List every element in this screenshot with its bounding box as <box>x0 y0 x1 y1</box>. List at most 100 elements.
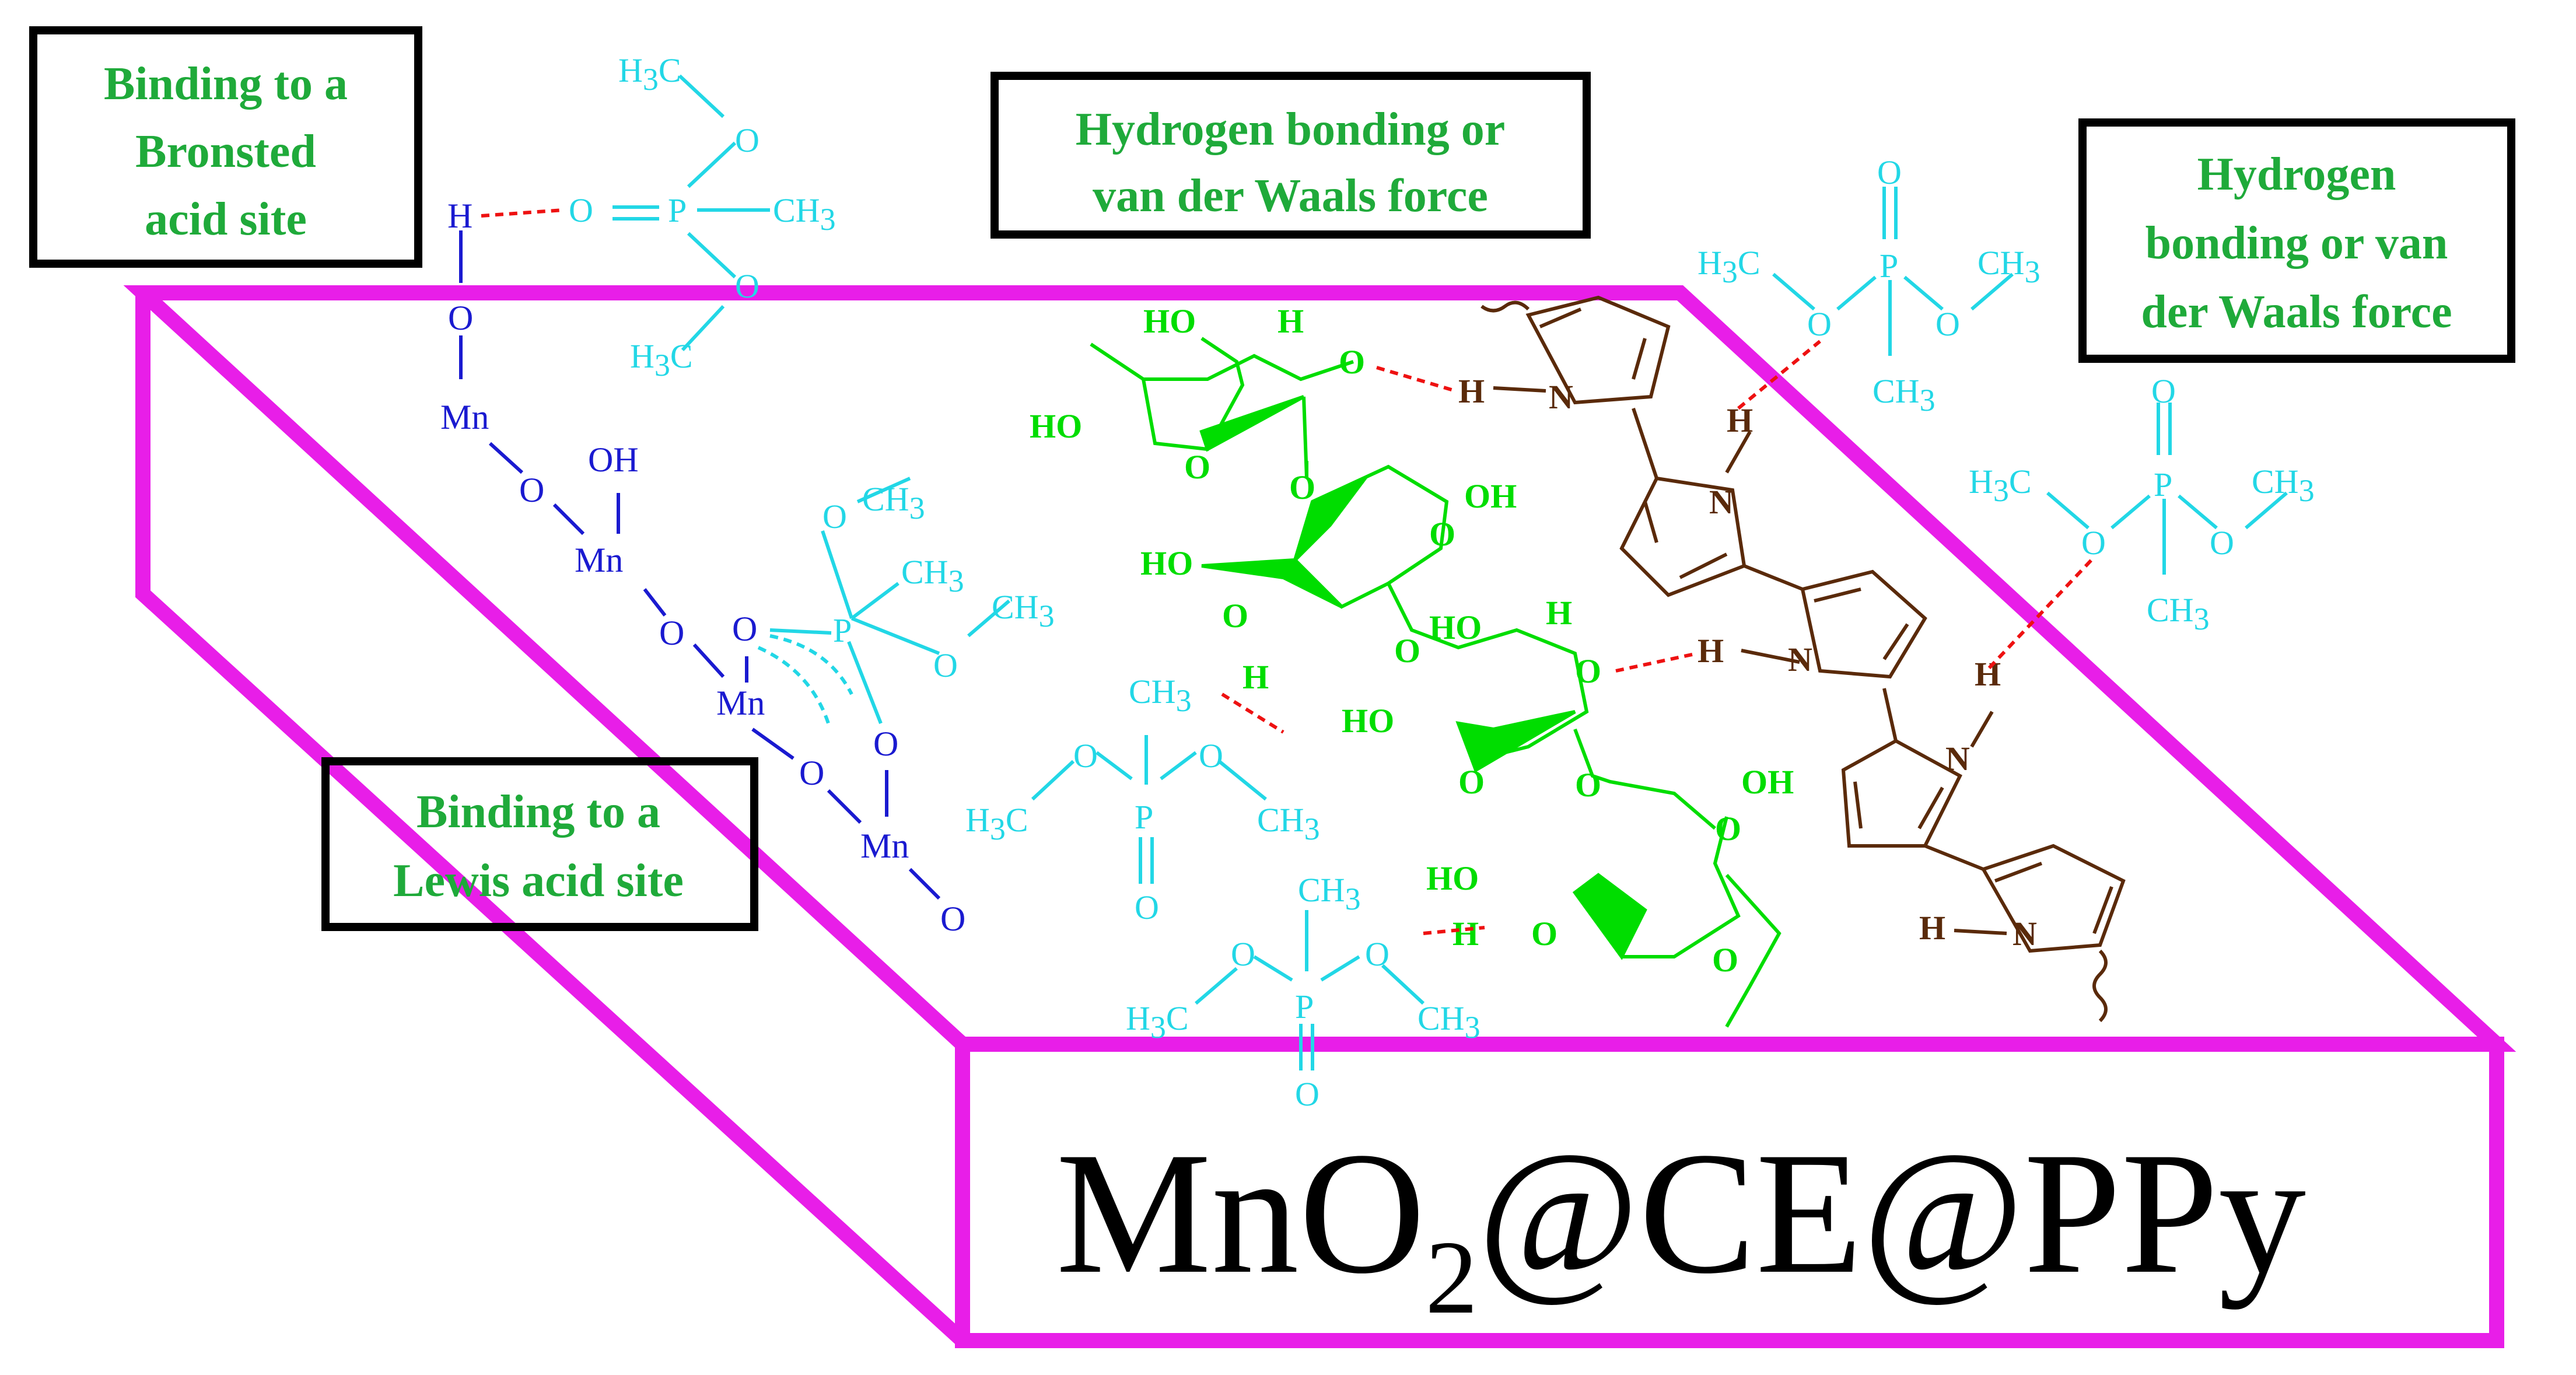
svg-text:OH: OH <box>1741 763 1794 801</box>
svg-text:O: O <box>1429 515 1455 553</box>
svg-text:O: O <box>1458 763 1485 801</box>
polypyrrole-chain <box>1480 295 2126 1023</box>
polypyrrole-atoms: H N H N H N H N H N <box>1458 372 2037 953</box>
svg-text:O: O <box>1231 935 1255 973</box>
svg-text:O: O <box>735 267 760 305</box>
svg-text:CH3: CH3 <box>1298 871 1361 916</box>
svg-text:O: O <box>1199 737 1223 775</box>
bronsted-line-2: Bronsted <box>135 126 316 177</box>
svg-text:CH3: CH3 <box>773 191 836 237</box>
svg-text:O: O <box>1184 448 1210 486</box>
svg-text:H: H <box>1242 658 1269 696</box>
svg-text:P: P <box>1135 798 1153 836</box>
svg-text:H3C: H3C <box>630 337 693 383</box>
mn-atom-3: Mn <box>716 684 765 722</box>
svg-text:HO: HO <box>1030 407 1082 445</box>
hbond-center-line-2: van der Waals force <box>1093 170 1488 222</box>
dmmp-p-atom: P <box>668 191 687 229</box>
substrate-slab <box>123 285 2516 1348</box>
svg-text:H: H <box>1452 915 1479 953</box>
svg-text:H: H <box>1698 632 1724 670</box>
svg-text:CH3: CH3 <box>1257 801 1320 846</box>
hbond-right-line-2: bonding or van <box>2146 218 2448 269</box>
svg-text:HO: HO <box>1140 544 1193 582</box>
svg-text:H: H <box>1919 909 1945 947</box>
svg-text:O: O <box>1877 153 1902 191</box>
svg-text:CH3: CH3 <box>1873 372 1936 418</box>
svg-text:H: H <box>1278 302 1304 340</box>
svg-text:O: O <box>933 646 958 684</box>
svg-text:P: P <box>2154 466 2172 503</box>
mno2-atoms: H O Mn O OH Mn O O Mn O O Mn O <box>440 197 965 938</box>
cellulose-chain <box>1090 337 1782 1028</box>
svg-text:O: O <box>448 299 473 337</box>
svg-text:HO: HO <box>1426 859 1479 897</box>
mn-hydroxyl: OH <box>588 440 639 479</box>
material-title: MnO2@CE@PPy <box>1056 1116 2306 1335</box>
svg-text:O: O <box>1365 935 1390 973</box>
lewis-coordination-arcs <box>757 634 853 724</box>
svg-text:O: O <box>1807 305 1832 343</box>
hbond-center-line-1: Hydrogen bonding or <box>1076 104 1505 155</box>
lewis-o-atom: O <box>732 610 757 648</box>
svg-text:H: H <box>1546 594 1572 632</box>
slab-top-face <box>123 285 2516 1052</box>
svg-text:CH3: CH3 <box>1978 244 2041 289</box>
svg-text:O: O <box>1222 597 1248 635</box>
mno2-chain <box>459 230 941 900</box>
label-box-hbond-right: Hydrogen bonding or van der Waals force <box>2078 118 2515 363</box>
svg-text:O: O <box>2210 524 2234 562</box>
svg-text:CH3: CH3 <box>1129 673 1192 718</box>
hbond-right-line-1: Hydrogen <box>2197 149 2396 200</box>
hbond-right-line-3: der Waals force <box>2141 286 2452 338</box>
svg-text:HO: HO <box>1143 302 1196 340</box>
svg-text:CH3: CH3 <box>2147 591 2210 636</box>
bronsted-line-1: Binding to a <box>104 58 348 110</box>
svg-text:O: O <box>1295 1075 1320 1113</box>
svg-text:CH3: CH3 <box>901 553 964 599</box>
svg-text:O: O <box>1712 941 1738 979</box>
slab-left-edge <box>135 293 968 1346</box>
bronsted-line-3: acid site <box>145 194 307 245</box>
label-box-lewis: Binding to a Lewis acid site <box>321 757 758 931</box>
svg-text:O: O <box>2151 372 2176 410</box>
hydrogen-bonds <box>481 208 2096 935</box>
svg-text:N: N <box>2013 915 2037 953</box>
svg-text:O: O <box>735 121 760 159</box>
svg-text:O: O <box>1073 737 1098 775</box>
svg-text:O: O <box>519 471 544 509</box>
svg-text:CH3: CH3 <box>1418 999 1480 1045</box>
svg-text:CH3: CH3 <box>992 588 1055 634</box>
svg-text:H3C: H3C <box>618 51 681 97</box>
label-box-hbond-center: Hydrogen bonding or van der Waals force <box>991 72 1591 239</box>
svg-text:O: O <box>1394 632 1420 670</box>
svg-text:O: O <box>1575 652 1601 690</box>
svg-text:H3C: H3C <box>1969 463 2032 508</box>
svg-text:O: O <box>873 725 898 763</box>
svg-text:HO: HO <box>1342 702 1394 740</box>
label-box-bronsted: Binding to a Bronsted acid site <box>29 26 422 268</box>
svg-text:O: O <box>1135 888 1159 926</box>
mn-atom-2: Mn <box>575 541 623 579</box>
svg-text:O: O <box>1715 810 1741 848</box>
mn-atom-1: Mn <box>440 398 489 436</box>
dmmp-phosphoryl-o: O <box>569 191 593 229</box>
svg-text:O: O <box>822 498 847 536</box>
slab-front-face <box>955 1037 2504 1348</box>
cellulose-atoms: HO H O HO O O OH O HO O H O HO H O HO O … <box>1030 302 1794 979</box>
svg-text:P: P <box>833 611 852 649</box>
lewis-line-1: Binding to a <box>416 786 660 838</box>
ppy-n-atom-1: N <box>1549 378 1573 416</box>
svg-text:H3C: H3C <box>1126 999 1189 1045</box>
dmmp-atoms: H3C O O P CH3 O H3C CH3 O CH3 P O CH3 CH… <box>569 51 2315 1113</box>
bronsted-h-atom: H <box>447 197 473 235</box>
svg-text:O: O <box>1289 468 1315 506</box>
svg-text:P: P <box>1295 988 1314 1026</box>
svg-text:O: O <box>940 900 965 938</box>
dmmp-molecules <box>612 74 2288 1070</box>
svg-text:H3C: H3C <box>1698 244 1760 289</box>
svg-text:H: H <box>1975 655 2001 693</box>
svg-text:N: N <box>1945 740 1970 778</box>
